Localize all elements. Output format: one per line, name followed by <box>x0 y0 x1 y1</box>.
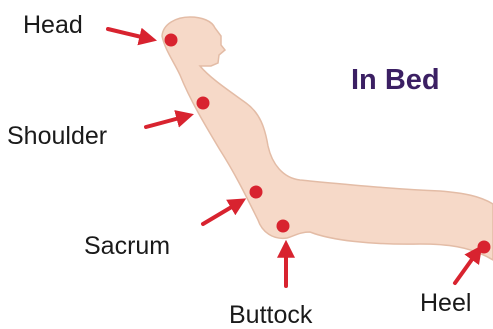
buttock-pressure-point <box>277 220 290 233</box>
shoulder-label: Shoulder <box>7 124 107 149</box>
head-arrow <box>108 29 150 39</box>
reclining-body-silhouette <box>162 17 493 260</box>
sacrum-pressure-point <box>250 186 263 199</box>
heel-arrow <box>455 251 478 283</box>
head-label: Head <box>23 13 83 38</box>
head-pressure-point <box>165 34 178 47</box>
heel-label: Heel <box>420 291 471 316</box>
diagram-title: In Bed <box>351 66 440 95</box>
shoulder-pressure-point <box>197 97 210 110</box>
buttock-label: Buttock <box>229 303 312 328</box>
heel-pressure-point <box>478 241 491 254</box>
sacrum-arrow <box>203 202 240 224</box>
shoulder-arrow <box>146 116 187 127</box>
sacrum-label: Sacrum <box>84 234 170 259</box>
